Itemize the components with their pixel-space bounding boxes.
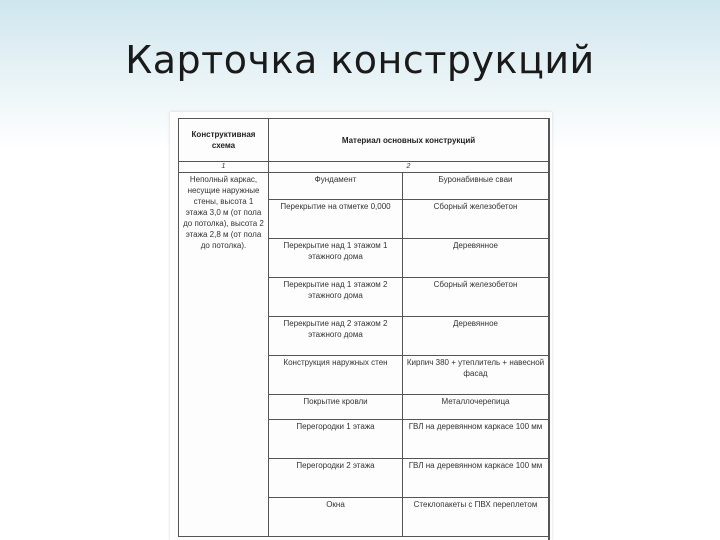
column-number-1: 1: [178, 161, 269, 173]
material-cell: Кирпич 380 + утеплитель + навесной фасад: [402, 355, 548, 395]
scheme-description: Неполный каркас, несущие наружные стены,…: [178, 172, 269, 537]
scanned-document: Конструктивная схема Материал основных к…: [170, 112, 552, 540]
material-cell: Стеклопакеты с ПВХ переплетом: [402, 497, 548, 537]
header-scheme: Конструктивная схема: [178, 118, 269, 162]
table-row: Покрытие кровли Металлочерепица: [179, 394, 548, 420]
material-cell: Сборный железобетон: [402, 199, 548, 239]
element-cell: Перекрытие над 1 этажом 2 этажного дома: [268, 277, 403, 317]
table-header-row: Конструктивная схема Материал основных к…: [178, 118, 548, 162]
element-cell: Перегородки 1 этажа: [268, 419, 403, 459]
document-page: Конструктивная схема Материал основных к…: [178, 118, 550, 540]
element-cell: Конструкция наружных стен: [268, 355, 403, 395]
table-row: Перегородки 2 этажа ГВЛ на деревянном ка…: [179, 458, 548, 498]
header-materials: Материал основных конструкций: [268, 118, 548, 162]
material-cell: ГВЛ на деревянном каркасе 100 мм: [402, 419, 548, 459]
table-row: Перекрытие над 2 этажом 2 этажного дома …: [179, 316, 548, 356]
constructions-table: Конструктивная схема Материал основных к…: [178, 118, 548, 537]
element-cell: Перекрытие на отметке 0,000: [268, 199, 403, 239]
table-row: Окна Стеклопакеты с ПВХ переплетом: [179, 497, 548, 537]
table-row: Неполный каркас, несущие наружные стены,…: [178, 172, 548, 537]
element-cell: Перегородки 2 этажа: [268, 458, 403, 498]
table-row: Конструкция наружных стен Кирпич 380 + у…: [179, 355, 548, 395]
column-number-2: 2: [268, 161, 548, 173]
material-cell: Металлочерепица: [402, 394, 548, 420]
material-cell: Буронабивные сваи: [402, 172, 548, 200]
table-row: Перегородки 1 этажа ГВЛ на деревянном ка…: [179, 419, 548, 459]
material-cell: ГВЛ на деревянном каркасе 100 мм: [402, 458, 548, 498]
element-cell: Перекрытие над 1 этажом 1 этажного дома: [268, 238, 403, 278]
element-cell: Перекрытие над 2 этажом 2 этажного дома: [268, 316, 403, 356]
material-cell: Деревянное: [402, 316, 548, 356]
table-row: Перекрытие над 1 этажом 2 этажного дома …: [179, 277, 548, 317]
column-numbers-row: 1 2: [178, 161, 548, 173]
table-row: Перекрытие на отметке 0,000 Сборный желе…: [179, 199, 548, 239]
element-cell: Фундамент: [268, 172, 403, 200]
element-cell: Покрытие кровли: [268, 394, 403, 420]
slide-title: Карточка конструкций: [125, 38, 595, 82]
element-cell: Окна: [268, 497, 403, 537]
material-cell: Деревянное: [402, 238, 548, 278]
material-cell: Сборный железобетон: [402, 277, 548, 317]
